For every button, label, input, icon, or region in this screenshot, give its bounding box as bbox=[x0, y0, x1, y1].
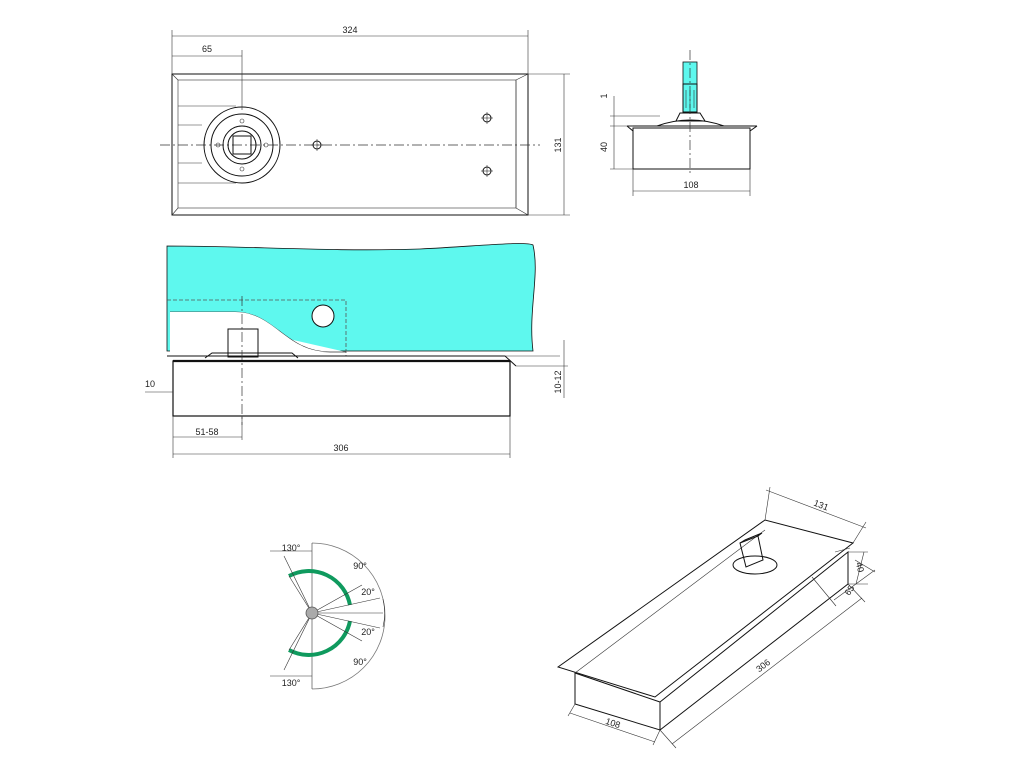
swing-arc-upper bbox=[288, 569, 352, 606]
dim-spindle-position: 51-58 bbox=[195, 427, 218, 437]
dim-iso-width: 131 bbox=[812, 498, 830, 513]
side-view: 10 51-58 306 10-12 bbox=[145, 243, 568, 458]
angle-label: 90° bbox=[353, 561, 367, 571]
end-view: 1 40 108 bbox=[599, 50, 758, 196]
dim-floor-gap: 10-12 bbox=[553, 370, 563, 393]
dim-width-end: 108 bbox=[683, 180, 698, 190]
swing-arc-lower bbox=[288, 620, 352, 657]
closer-body-end bbox=[632, 127, 751, 170]
iso-spindle bbox=[739, 535, 764, 568]
pivot-point bbox=[305, 606, 319, 620]
dim-height-end: 40 bbox=[599, 142, 609, 152]
dim-iso-height: 40 bbox=[854, 561, 866, 573]
dim-spindle-height: 1 bbox=[599, 93, 609, 98]
spindle bbox=[227, 328, 259, 358]
dim-spindle-offset: 65 bbox=[202, 44, 212, 54]
iso-side-face bbox=[659, 550, 849, 732]
dim-length-side: 306 bbox=[333, 443, 348, 453]
patch-fitting-hole bbox=[311, 304, 335, 328]
top-view-outline bbox=[171, 73, 529, 216]
angle-label: 130° bbox=[282, 678, 301, 688]
dim-iso-length: 306 bbox=[754, 657, 772, 674]
fixing-hole bbox=[481, 112, 493, 124]
isometric-view: 131 40 65 306 108 bbox=[556, 486, 876, 749]
dim-iso-end-width: 108 bbox=[604, 716, 621, 730]
angle-label: 90° bbox=[353, 657, 367, 667]
dim-edge-offset: 10 bbox=[145, 379, 155, 389]
swing-diagram: 130° 90° 20° 20° 90° 130° bbox=[270, 542, 386, 690]
angle-label: 130° bbox=[282, 543, 301, 553]
iso-top-face bbox=[556, 519, 855, 698]
angle-label: 20° bbox=[361, 587, 375, 597]
closer-body-side bbox=[172, 360, 511, 417]
fixing-hole bbox=[311, 139, 323, 151]
angle-label: 20° bbox=[361, 627, 375, 637]
fixing-hole bbox=[481, 165, 493, 177]
dim-length-top: 324 bbox=[342, 25, 357, 35]
top-view: 324 65 131 bbox=[160, 25, 570, 216]
dim-width-top: 131 bbox=[553, 137, 563, 152]
iso-spindle-base bbox=[732, 555, 778, 575]
dim-iso-spindle-offset: 65 bbox=[843, 583, 857, 597]
